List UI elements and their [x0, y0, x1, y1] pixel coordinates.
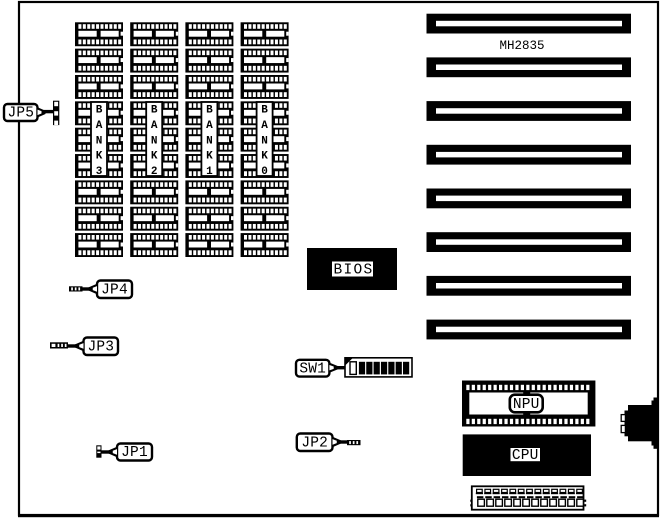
svg-text:NPU: NPU [513, 397, 540, 413]
svg-text:JP4: JP4 [101, 282, 128, 298]
svg-text:N: N [151, 135, 158, 147]
svg-text:A: A [96, 120, 103, 132]
svg-text:JP2: JP2 [301, 435, 328, 451]
svg-text:1: 1 [206, 166, 213, 178]
svg-text:JP3: JP3 [87, 339, 114, 355]
svg-text:SW1: SW1 [299, 361, 326, 377]
svg-text:B: B [151, 105, 158, 117]
svg-text:MH2835: MH2835 [499, 39, 544, 53]
svg-text:K: K [206, 151, 213, 163]
svg-text:BIOS: BIOS [333, 263, 373, 279]
svg-text:CPU: CPU [512, 448, 539, 464]
svg-text:A: A [151, 120, 158, 132]
svg-text:2: 2 [151, 166, 158, 178]
svg-text:B: B [206, 105, 213, 117]
svg-text:K: K [261, 151, 268, 163]
svg-text:3: 3 [96, 166, 103, 178]
svg-text:B: B [96, 105, 103, 117]
svg-text:JP1: JP1 [121, 445, 148, 461]
svg-text:N: N [96, 135, 103, 147]
svg-text:B: B [261, 105, 268, 117]
svg-text:N: N [206, 135, 213, 147]
svg-text:A: A [261, 120, 268, 132]
svg-text:A: A [206, 120, 213, 132]
svg-text:0: 0 [261, 166, 268, 178]
svg-text:K: K [151, 151, 158, 163]
svg-text:JP5: JP5 [7, 106, 34, 122]
svg-text:N: N [261, 135, 268, 147]
svg-text:K: K [96, 151, 103, 163]
